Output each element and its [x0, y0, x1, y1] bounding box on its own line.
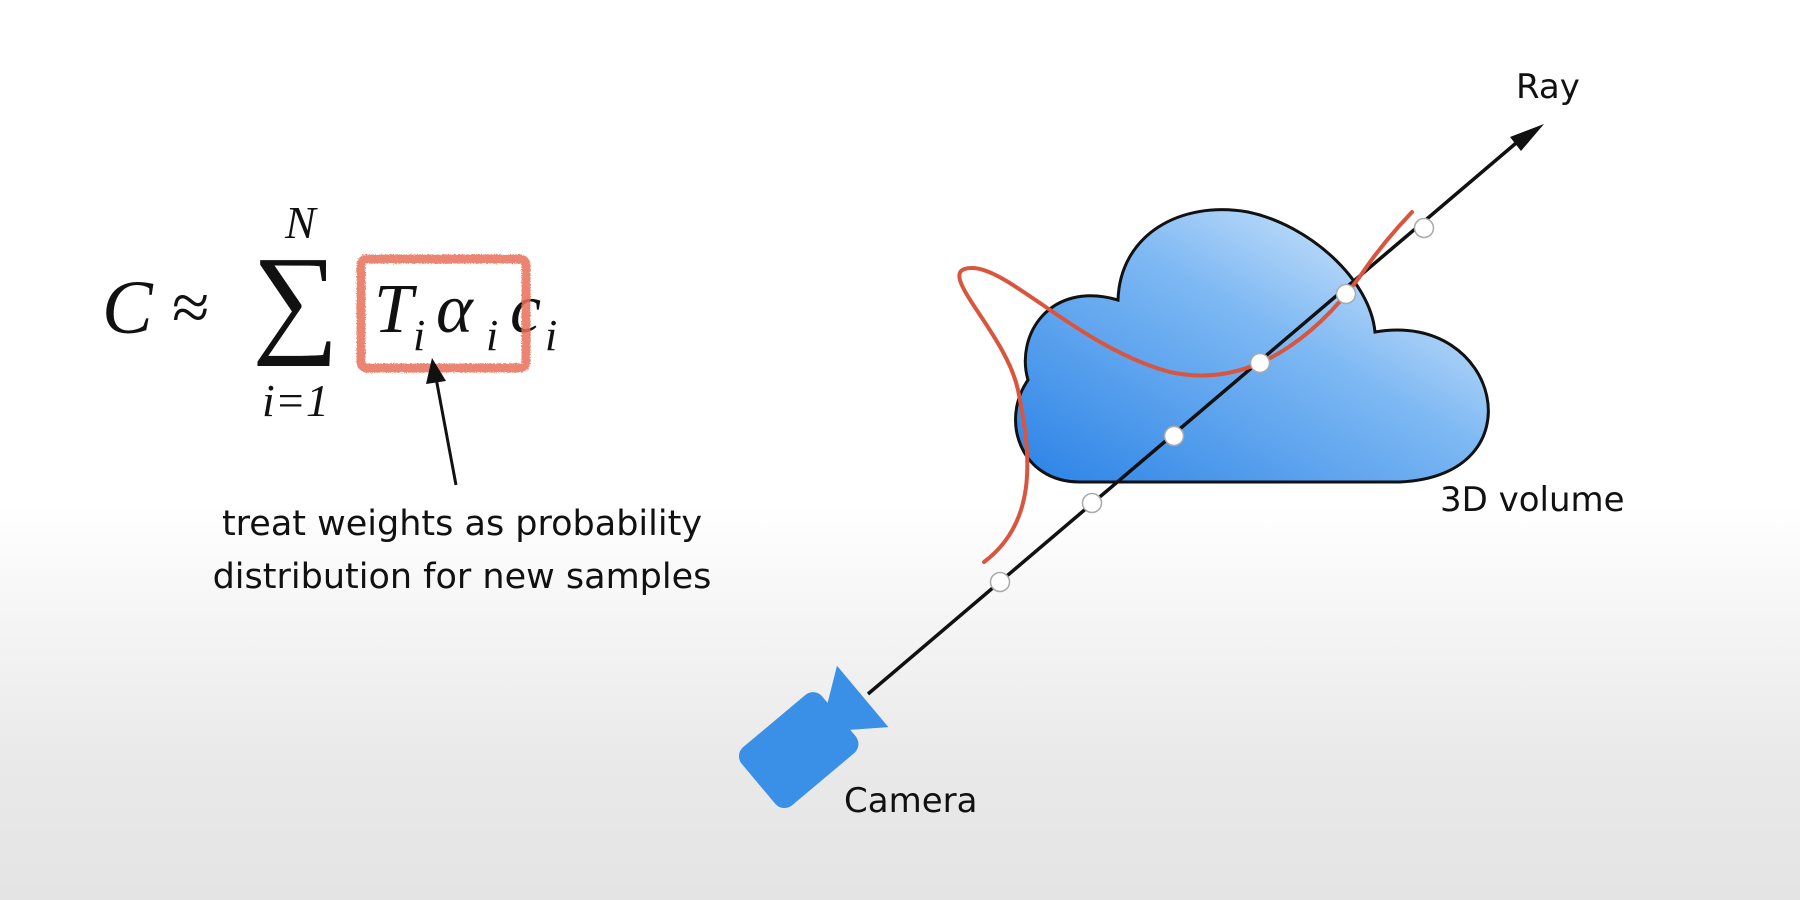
- sample-point: [1413, 217, 1435, 239]
- term-alpha-subscript: i: [486, 311, 498, 360]
- ray-label: Ray: [1516, 67, 1580, 107]
- sum-lower-limit: i=1: [262, 375, 329, 426]
- sum-upper-limit: N: [284, 197, 318, 248]
- annotation-arrow: [426, 358, 458, 486]
- summation-symbol: ∑: [252, 232, 339, 367]
- term-color-subscript: i: [545, 311, 557, 360]
- sample-point: [1249, 352, 1271, 374]
- term-transmittance-subscript: i: [413, 311, 425, 360]
- ray-arrowhead: [1510, 124, 1544, 151]
- sample-point: [989, 571, 1011, 593]
- annotation-line-1: treat weights as probability: [222, 504, 702, 544]
- volume-label: 3D volume: [1440, 480, 1625, 520]
- sample-points: [989, 217, 1435, 593]
- annotation-line-2: distribution for new samples: [213, 557, 712, 597]
- sample-point: [1335, 283, 1357, 305]
- weights-highlight-box: [356, 254, 531, 373]
- rendering-formula: C ≈ ∑ N i=1 T i α i c i: [102, 197, 557, 426]
- probability-curve: [957, 210, 1414, 564]
- term-transmittance: T: [374, 271, 418, 348]
- ray-line: [866, 124, 1544, 696]
- video-camera-icon: [738, 665, 889, 809]
- sample-point: [1081, 492, 1103, 514]
- sample-point: [1163, 425, 1185, 447]
- formula-lhs: C: [102, 266, 154, 350]
- cloud-icon: [1014, 208, 1490, 484]
- formula-approx-symbol: ≈: [172, 269, 209, 345]
- camera-label: Camera: [844, 781, 977, 821]
- term-alpha: α: [436, 271, 474, 348]
